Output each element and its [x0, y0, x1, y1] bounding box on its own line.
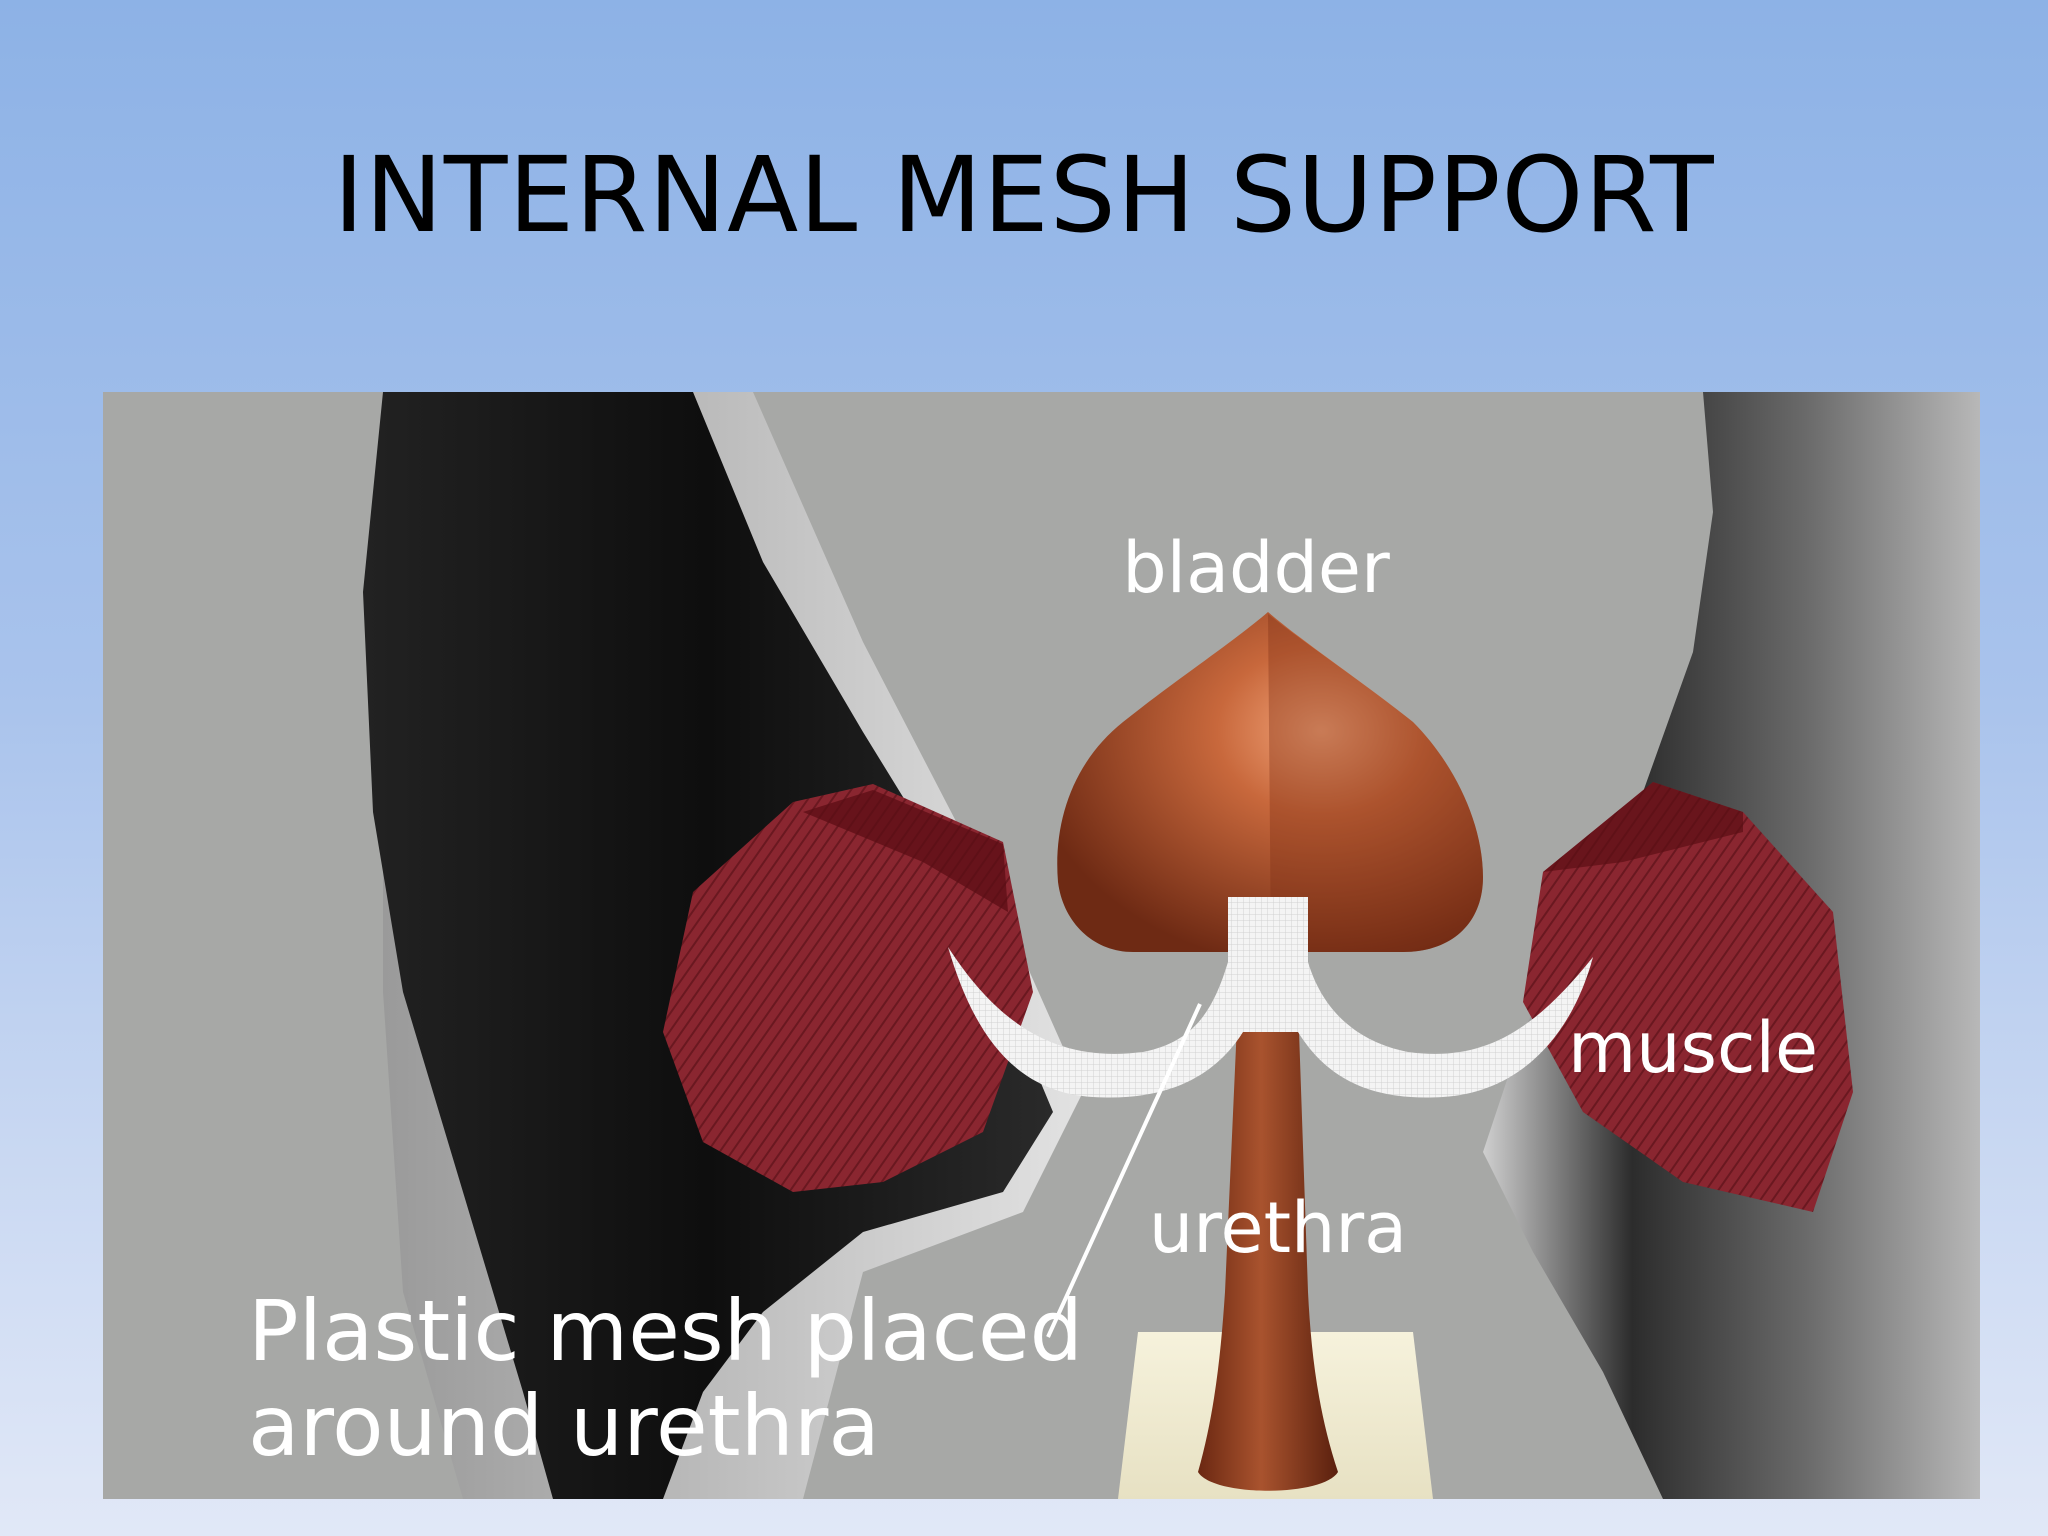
- slide-title: INTERNAL MESH SUPPORT: [333, 134, 1715, 256]
- right-muscle: [1523, 782, 1853, 1212]
- muscle-label: muscle: [1568, 1007, 1818, 1089]
- anatomy-figure: bladder muscle urethra Plastic mesh plac…: [103, 392, 1980, 1499]
- plastic-mesh-sling: [948, 897, 1593, 1098]
- urethra-tube: [1198, 1002, 1338, 1491]
- mesh-caption-line1: Plastic mesh placed: [248, 1282, 1083, 1380]
- bladder-shape: [1057, 612, 1483, 952]
- left-muscle: [663, 784, 1033, 1192]
- caption-leader-line: [1046, 1003, 1202, 1338]
- left-muscle-shadow: [803, 790, 1008, 912]
- bladder-label: bladder: [1122, 527, 1390, 609]
- mesh-caption-line2: around urethra: [248, 1377, 880, 1475]
- urethra-label: urethra: [1149, 1187, 1407, 1269]
- anatomy-illustration: bladder muscle urethra Plastic mesh plac…: [103, 392, 1980, 1499]
- bladder-highlight: [1268, 614, 1483, 952]
- right-muscle-shadow: [1543, 782, 1743, 872]
